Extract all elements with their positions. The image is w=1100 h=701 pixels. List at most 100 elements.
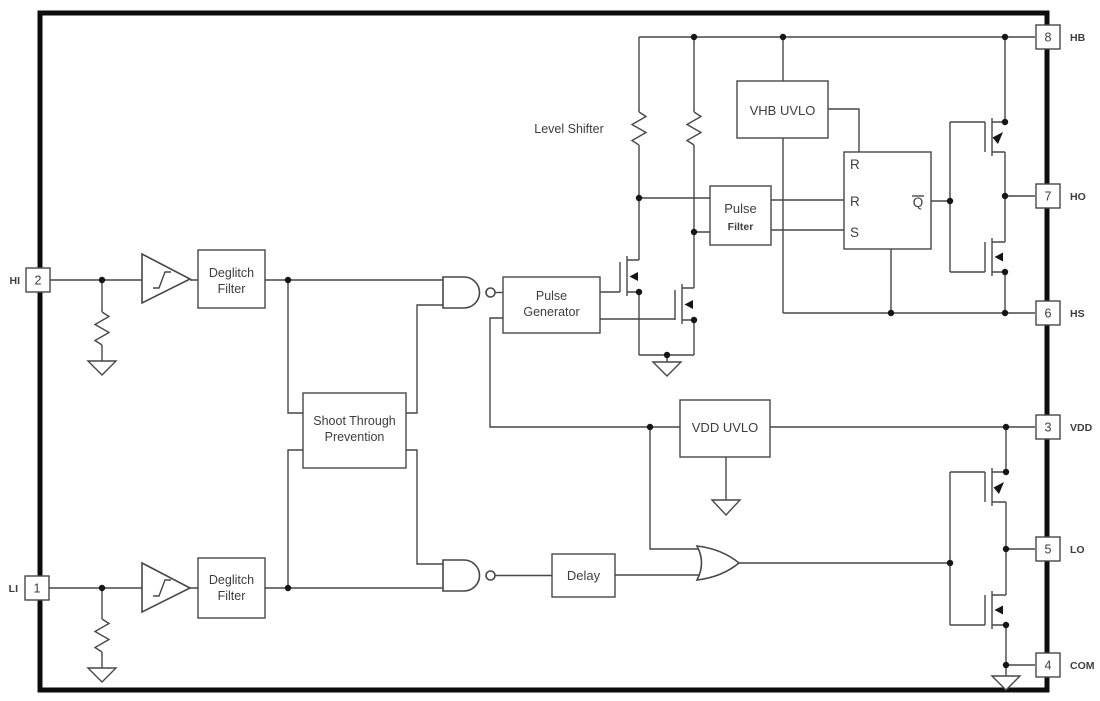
pin-box (1035, 652, 1061, 678)
deglitch-filter-hi-block: Deglitch Filter (197, 249, 266, 309)
mosfet-icon (984, 427, 1007, 549)
pin-label: HB (1070, 32, 1086, 44)
wire (287, 280, 443, 588)
schmitt-trigger-hi-icon (141, 252, 192, 305)
wire (639, 197, 844, 233)
nand-gate-bottom-icon (442, 559, 552, 592)
pin-ho: 7 HO (1035, 183, 1086, 209)
nmos-transistor-icon (674, 284, 695, 355)
nand-gate-top-icon (442, 276, 503, 309)
mosfet-arrow-icon (994, 252, 1003, 262)
vhb-uvlo-block: VHB UVLO (736, 37, 860, 313)
pin-label: HI (10, 275, 21, 287)
mosfet-icon (984, 549, 1007, 665)
mosfet-arrow-icon (994, 605, 1003, 615)
block-label: Pulse (724, 201, 757, 216)
mosfet-icon (984, 37, 1006, 196)
pmos-transistor-icon (984, 37, 1006, 196)
schmitt-buffer-icon (141, 252, 192, 305)
block-label: Deglitch (209, 266, 254, 280)
wire (615, 427, 701, 576)
wire (1005, 664, 1035, 676)
block-box (197, 249, 266, 309)
mosfet-arrow-icon (684, 300, 693, 309)
pin-number: 7 (1045, 190, 1052, 204)
mosfet-arrow-icon (629, 272, 638, 281)
block-box (502, 276, 601, 334)
pin-box (1035, 414, 1061, 440)
or-gate-icon (615, 427, 950, 581)
nmos-transistor-icon (619, 256, 640, 355)
latch-input-label: R (850, 157, 860, 172)
pin-number: 5 (1045, 543, 1052, 557)
pulldown-resistor-hi-icon (86, 280, 118, 376)
block-label: Filter (728, 221, 754, 233)
block-box (679, 399, 771, 458)
li-input-path: Deglitch Filter (49, 557, 443, 683)
sr-latch-block: R R S Q (843, 151, 950, 313)
resistor-icon (93, 280, 111, 361)
pin-box (25, 267, 51, 293)
resistor-icon (93, 588, 111, 668)
junction-dots (98, 33, 1010, 669)
pin-hb: 8 HB (1035, 24, 1086, 50)
ground-icon (710, 499, 742, 517)
block-label: Prevention (325, 430, 385, 444)
pmos-transistor-icon (984, 427, 1007, 549)
wire (725, 426, 1035, 500)
wire (489, 291, 680, 428)
pulldown-resistor-li-icon (86, 588, 118, 683)
block-box (197, 557, 266, 619)
block-label: Pulse (536, 289, 567, 303)
pin-number: 6 (1045, 307, 1052, 321)
ground-icon (990, 675, 1022, 691)
delay-block: Delay (551, 553, 616, 598)
block-label: Shoot Through (313, 414, 396, 428)
or-icon (695, 545, 741, 581)
mosfet-arrow-icon (992, 132, 1003, 144)
block-label: VHB UVLO (750, 103, 816, 118)
nmos-transistor-icon (984, 549, 1007, 665)
vdd-uvlo-block: VDD UVLO (679, 399, 1035, 517)
ground-icon (86, 667, 118, 683)
pin-com: 4 COM (1035, 652, 1095, 678)
pin-label: HS (1070, 308, 1085, 320)
chip-boundary (37, 10, 1050, 693)
block-box (302, 392, 407, 469)
latch-input-label: S (850, 225, 859, 240)
nand-icon (442, 559, 481, 592)
block-label: Filter (218, 589, 246, 603)
shoot-through-prevention-block: Shoot Through Prevention (287, 280, 443, 588)
ground-icon (86, 360, 118, 376)
pin-number: 2 (35, 274, 42, 288)
schmitt-trigger-li-icon (141, 561, 192, 614)
nmos-transistor-icon (984, 196, 1006, 313)
pin-label: LI (9, 583, 18, 595)
pin-number: 3 (1045, 421, 1052, 435)
mosfet-icon (619, 256, 640, 355)
gate-bus-wire (949, 121, 985, 273)
pin-number: 4 (1045, 659, 1052, 673)
resistor-icon (630, 37, 648, 260)
pin-number: 1 (34, 582, 41, 596)
pin-label: VDD (1070, 422, 1093, 434)
hysteresis-icon (153, 579, 171, 597)
block-label: Generator (523, 305, 579, 319)
schmitt-buffer-icon (141, 561, 192, 614)
pin-box (1035, 300, 1061, 326)
pin-box (24, 575, 50, 601)
hysteresis-icon (153, 271, 171, 289)
wire (782, 37, 860, 313)
pin-label: COM (1070, 660, 1095, 672)
block-label: Delay (567, 568, 601, 583)
block-box (551, 553, 616, 598)
block-label: VDD UVLO (692, 420, 758, 435)
invert-bubble-icon (485, 570, 496, 581)
invert-bubble-icon (485, 287, 496, 298)
pin-hi: 2 HI (10, 267, 51, 293)
block-label: Filter (218, 282, 246, 296)
lo-output-driver (949, 427, 1035, 691)
pin-hs: 6 HS (1035, 300, 1085, 326)
